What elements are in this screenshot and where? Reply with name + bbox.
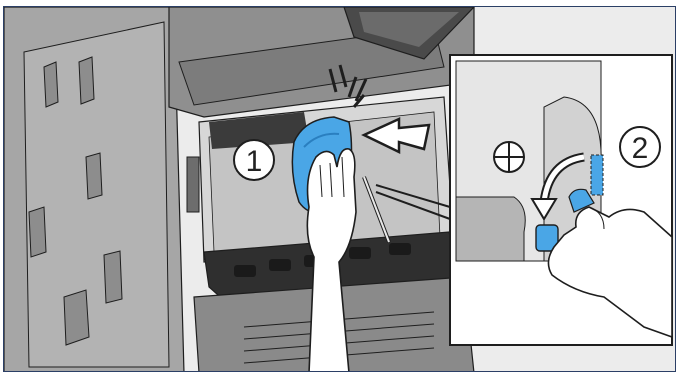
step-2-marker: 2	[620, 127, 660, 167]
illustration-svg: 1	[4, 7, 676, 372]
step-2-label: 2	[632, 132, 649, 165]
step-1-label: 1	[246, 145, 263, 178]
step-1-marker: 1	[234, 140, 274, 180]
illustration-frame: 1	[3, 6, 676, 372]
